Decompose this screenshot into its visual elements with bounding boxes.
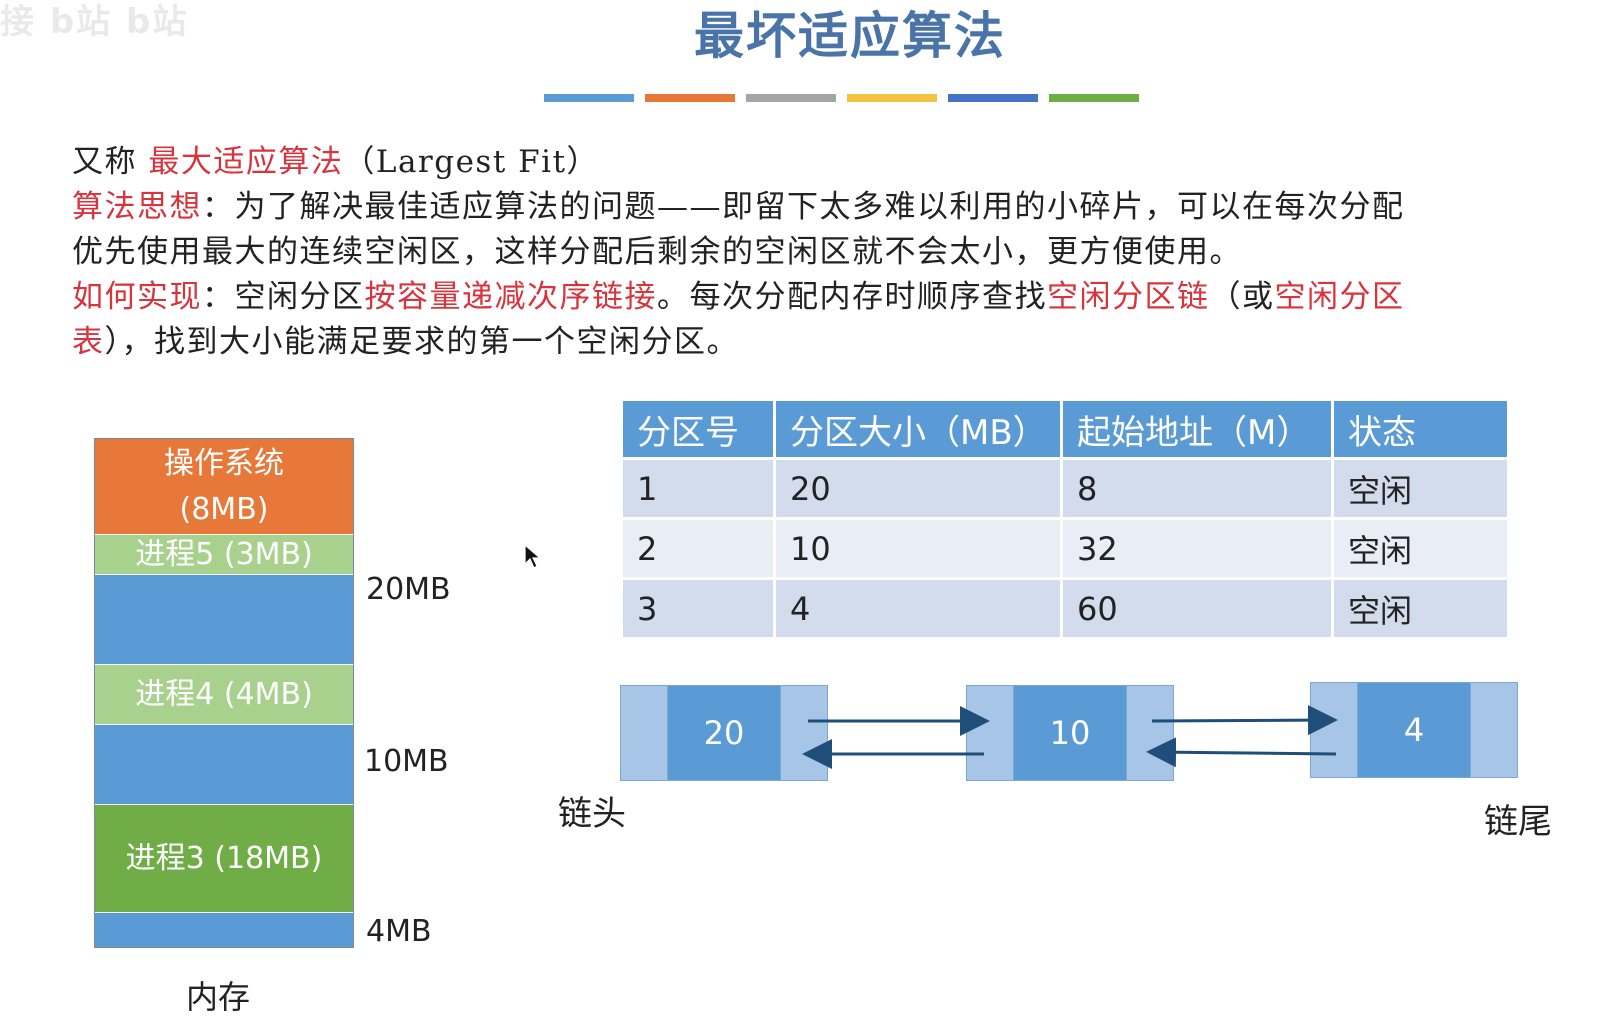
node-next-pointer [780, 685, 828, 781]
os-label: 操作系统 [164, 445, 284, 481]
header-start-address: 起始地址（M） [1063, 401, 1331, 457]
chain-node-2: 10 [966, 685, 1174, 781]
memory-process5-segment: 进程5 (3MB) [95, 535, 353, 575]
table-row: 3 4 60 空闲 [623, 580, 1507, 637]
intro-line-4: 如何实现：空闲分区按容量递减次序链接。每次分配内存时顺序查找空闲分区链（或空闲分… [72, 275, 1612, 320]
watermark-logo: 接 b站 b站 [0, 2, 189, 42]
node-prev-pointer [1310, 682, 1358, 778]
impl-text-2: 。每次分配内存时顺序查找 [657, 279, 1047, 315]
cell-start-address: 32 [1063, 520, 1331, 577]
header-status: 状态 [1334, 401, 1507, 457]
idea-text-cont: 优先使用最大的连续空闲区，这样分配后剩余的空闲区就不会太小，更方便使用。 [72, 234, 1242, 270]
node-value: 4 [1358, 682, 1470, 778]
cell-status: 空闲 [1334, 580, 1507, 637]
stripe-6 [1049, 94, 1139, 102]
impl-highlight-3: 空闲分区 [1274, 279, 1405, 315]
impl-highlight-4: 表 [72, 324, 105, 360]
memory-free-segment-3 [95, 913, 353, 947]
stripe-2 [645, 94, 735, 102]
node-next-pointer [1470, 682, 1518, 778]
table-row: 2 10 32 空闲 [623, 520, 1507, 577]
node-value: 10 [1014, 685, 1126, 781]
node-prev-pointer [966, 685, 1014, 781]
memory-diagram: 操作系统 (8MB) 进程5 (3MB) 进程4 (4MB) 进程3 (18MB… [94, 438, 354, 948]
memory-process3-segment: 进程3 (18MB) [95, 805, 353, 913]
cell-partition-size: 20 [776, 460, 1060, 517]
alias-highlight: 最大适应算法 [148, 144, 344, 180]
chain-node-3: 4 [1310, 682, 1518, 778]
intro-line-1: 又称 最大适应算法（Largest Fit） [72, 140, 1612, 185]
memory-free-segment-2 [95, 725, 353, 805]
chain-node-1: 20 [620, 685, 828, 781]
os-size: (8MB) [179, 491, 269, 527]
stripe-3 [746, 94, 836, 102]
intro-line-3: 优先使用最大的连续空闲区，这样分配后剩余的空闲区就不会太小，更方便使用。 [72, 230, 1612, 275]
node-next-pointer [1126, 685, 1174, 781]
impl-text-3: （或 [1209, 279, 1275, 315]
node-value: 20 [668, 685, 780, 781]
arrow-prev-3-to-2 [1146, 737, 1337, 768]
cell-start-address: 60 [1063, 580, 1331, 637]
impl-highlight-2: 空闲分区链 [1047, 279, 1210, 315]
color-stripes [544, 94, 1150, 102]
header-partition-no: 分区号 [623, 401, 773, 457]
intro-paragraph: 又称 最大适应算法（Largest Fit） 算法思想：为了解决最佳适应算法的问… [72, 140, 1612, 365]
impl-text-4: ），找到大小能满足要求的第一个空闲分区。 [104, 324, 739, 360]
arrow-next-2-to-3 [1151, 705, 1338, 736]
memory-free-segment-1 [95, 575, 353, 665]
memory-process4-segment: 进程4 (4MB) [95, 665, 353, 725]
cell-status: 空闲 [1334, 520, 1507, 577]
impl-highlight-1: 按容量递减次序链接 [364, 279, 657, 315]
mouse-cursor-icon [524, 544, 542, 569]
free1-size-label: 20MB [366, 572, 451, 607]
cell-partition-size: 4 [776, 580, 1060, 637]
cell-start-address: 8 [1063, 460, 1331, 517]
memory-os-segment: 操作系统 (8MB) [95, 439, 353, 535]
chain-tail-label: 链尾 [1484, 802, 1552, 842]
stripe-1 [544, 94, 634, 102]
node-prev-pointer [620, 685, 668, 781]
idea-text: ：为了解决最佳适应算法的问题——即留下太多难以利用的小碎片，可以在每次分配 [202, 189, 1405, 225]
intro-line-2: 算法思想：为了解决最佳适应算法的问题——即留下太多难以利用的小碎片，可以在每次分… [72, 185, 1612, 230]
cell-partition-size: 10 [776, 520, 1060, 577]
intro-line-5: 表），找到大小能满足要求的第一个空闲分区。 [72, 320, 1612, 365]
stripe-4 [847, 94, 937, 102]
intro-prefix: 又称 [72, 144, 149, 180]
page-title: 最坏适应算法 [694, 7, 1006, 65]
header-partition-size: 分区大小（MB） [776, 401, 1060, 457]
cell-partition-no: 2 [623, 520, 773, 577]
cell-partition-no: 1 [623, 460, 773, 517]
free2-size-label: 10MB [364, 744, 449, 779]
table-row: 1 20 8 空闲 [623, 460, 1507, 517]
english-name: （Largest Fit） [343, 144, 600, 180]
cell-status: 空闲 [1334, 460, 1507, 517]
chain-head-label: 链头 [558, 794, 626, 834]
cell-partition-no: 3 [623, 580, 773, 637]
free3-size-label: 4MB [366, 914, 432, 949]
table-header-row: 分区号 分区大小（MB） 起始地址（M） 状态 [623, 401, 1507, 457]
memory-caption: 内存 [186, 978, 251, 1016]
stripe-5 [948, 94, 1038, 102]
free-partition-table: 分区号 分区大小（MB） 起始地址（M） 状态 1 20 8 空闲 2 10 3… [620, 398, 1510, 640]
process3-label: 进程3 (18MB) [125, 840, 323, 876]
impl-text-1: ：空闲分区 [202, 279, 365, 315]
process4-label: 进程4 (4MB) [135, 676, 313, 712]
process5-label: 进程5 (3MB) [135, 536, 313, 572]
impl-label: 如何实现 [72, 279, 202, 315]
idea-label: 算法思想 [72, 189, 202, 225]
